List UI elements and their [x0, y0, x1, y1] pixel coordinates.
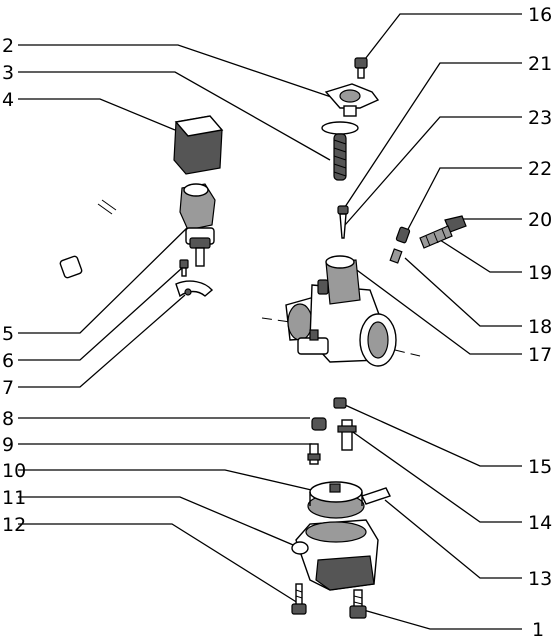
callout-19: 19 — [528, 262, 552, 284]
callout-9: 9 — [2, 434, 14, 456]
callout-7: 7 — [2, 377, 14, 399]
callout-21: 21 — [528, 53, 552, 75]
part-5-choke-cable — [59, 183, 216, 279]
callout-numbers: 16 2 3 4 21 23 22 20 19 18 17 5 6 7 8 9 … — [2, 4, 552, 639]
part-8-jet — [311, 417, 327, 431]
part-22-jet — [395, 226, 411, 244]
leader-23 — [344, 116, 522, 226]
leader-14 — [349, 429, 522, 523]
callout-11: 11 — [2, 487, 26, 509]
leader-lines — [18, 13, 522, 630]
callout-4: 4 — [2, 89, 14, 111]
leader-17 — [349, 264, 522, 355]
part-18-spring — [389, 248, 403, 264]
part-9-pilot-jet — [307, 443, 321, 465]
callout-18: 18 — [528, 316, 552, 338]
leader-21 — [342, 62, 522, 211]
callout-2: 2 — [2, 35, 14, 57]
callout-13: 13 — [528, 568, 552, 590]
leader-18 — [404, 257, 522, 327]
leader-3 — [18, 71, 331, 161]
part-21-needle — [337, 205, 349, 239]
callout-1: 1 — [532, 619, 544, 639]
callout-20: 20 — [528, 209, 552, 231]
callout-23: 23 — [528, 107, 552, 129]
callout-17: 17 — [528, 344, 552, 366]
callout-12: 12 — [2, 514, 26, 536]
leader-16 — [361, 13, 522, 64]
leader-15 — [344, 404, 522, 467]
part-14-needle-jet — [337, 419, 357, 451]
part-3-spring — [321, 121, 359, 181]
part-4-cap — [173, 115, 224, 175]
part-17-carburetor-body — [261, 255, 421, 367]
part-12-bowl-screw — [291, 583, 307, 615]
part-16-screw — [354, 57, 368, 79]
callout-15: 15 — [528, 456, 552, 478]
callout-3: 3 — [2, 62, 14, 84]
part-19-spring — [419, 225, 453, 249]
leader-1 — [359, 608, 522, 630]
callout-5: 5 — [2, 323, 14, 345]
part-15-nut — [333, 397, 347, 409]
callout-14: 14 — [528, 512, 552, 534]
callout-10: 10 — [2, 460, 26, 482]
leader-7 — [18, 294, 186, 388]
part-13-float-pin — [361, 487, 391, 505]
leader-2 — [18, 44, 341, 101]
leader-19 — [439, 239, 522, 273]
leader-6 — [18, 267, 183, 361]
leader-11 — [18, 496, 306, 551]
callout-8: 8 — [2, 408, 14, 430]
callout-22: 22 — [528, 158, 552, 180]
leader-13 — [384, 499, 522, 579]
leader-12 — [18, 523, 299, 604]
part-10-float — [307, 481, 365, 519]
part-7-clip — [175, 280, 213, 298]
callout-6: 6 — [2, 350, 14, 372]
leader-4 — [18, 98, 176, 131]
part-6-screw — [179, 259, 189, 277]
part-11-float-bowl — [291, 519, 379, 591]
leader-10 — [18, 469, 321, 493]
leader-5 — [18, 224, 191, 334]
callout-16: 16 — [528, 4, 552, 26]
part-1-drain-screw — [349, 589, 367, 619]
leader-22 — [404, 167, 522, 236]
part-2-bracket — [324, 83, 380, 117]
